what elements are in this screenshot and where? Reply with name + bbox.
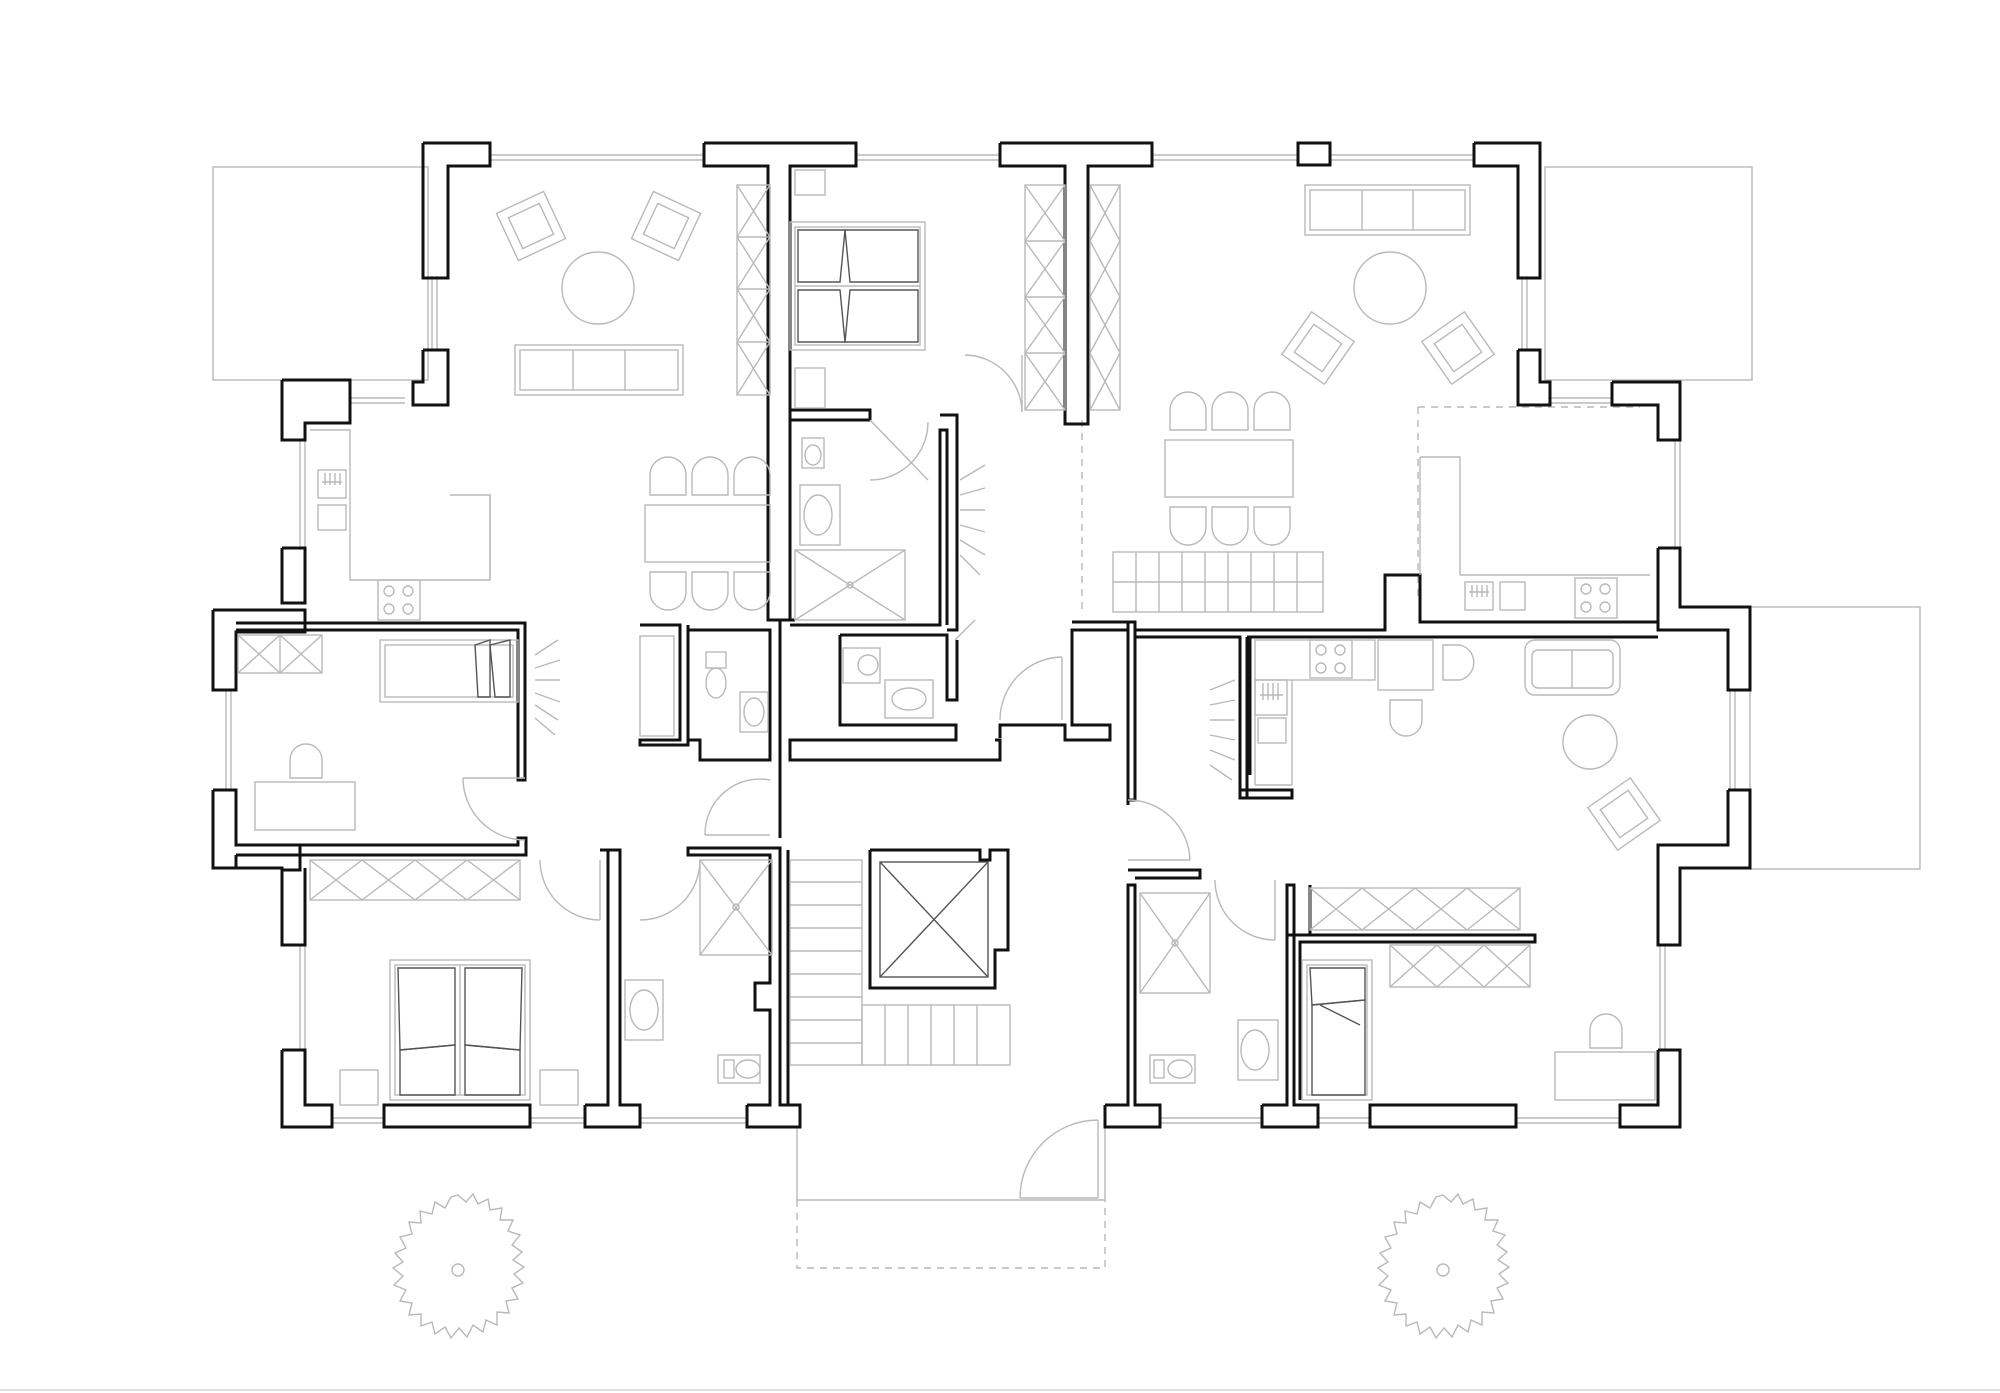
dining-table-icon xyxy=(1164,391,1294,546)
wardrobe-icon xyxy=(237,634,323,674)
sofa-icon xyxy=(514,344,684,396)
coffee-table-icon xyxy=(1353,251,1427,325)
armchair-icon xyxy=(495,190,702,262)
stair-icon xyxy=(789,551,1324,1066)
armchair-icon xyxy=(1586,776,1662,852)
toilet-icon xyxy=(705,651,727,699)
coffee-table-icon xyxy=(561,251,635,325)
dining-table-icon xyxy=(644,456,771,611)
shower-icon xyxy=(794,549,906,621)
stove-icon xyxy=(1574,577,1618,619)
kitchen-counter xyxy=(1254,639,1376,786)
sink-icon xyxy=(1254,679,1288,744)
sink-icon xyxy=(624,979,664,1041)
toilet-icon xyxy=(717,1054,761,1084)
radiator xyxy=(534,639,561,736)
shower-icon xyxy=(1139,892,1211,994)
exterior-walls xyxy=(211,141,1752,1129)
kitchen-counter xyxy=(1419,456,1650,576)
bed-icon xyxy=(339,959,579,1106)
tree-icon xyxy=(1376,1192,1511,1340)
sink-icon xyxy=(739,691,769,733)
sofa-icon xyxy=(1524,639,1621,696)
interior-walls xyxy=(234,408,1658,1105)
radiator xyxy=(1209,679,1236,781)
coffee-table-icon xyxy=(1562,714,1618,770)
sink-icon xyxy=(1464,581,1526,611)
sink-icon xyxy=(1237,1019,1279,1081)
door-swing-icon xyxy=(462,354,1276,1199)
toilet-icon xyxy=(1149,1054,1196,1084)
wardrobe-icon xyxy=(1024,184,1121,411)
armchair-icon xyxy=(1280,310,1496,386)
shower-icon xyxy=(699,859,773,956)
tree-icon xyxy=(391,1192,526,1340)
wardrobe-icon xyxy=(736,184,771,396)
wardrobe-icon xyxy=(1309,887,1531,988)
stove-icon xyxy=(1309,639,1353,679)
desk-icon xyxy=(254,743,356,831)
elevator-icon xyxy=(868,848,1010,990)
bed-icon xyxy=(789,169,926,409)
sofa-icon xyxy=(1304,184,1471,236)
bed-icon xyxy=(1301,959,1373,1101)
window-glazing xyxy=(225,154,1736,1124)
wardrobe-icon xyxy=(639,635,675,737)
sink-icon xyxy=(799,484,841,546)
wardrobe-icon xyxy=(309,859,521,901)
dining-table-icon xyxy=(1377,639,1475,737)
stove-icon xyxy=(377,579,421,621)
bed-icon xyxy=(379,639,519,703)
kitchen-counter xyxy=(310,429,491,581)
toilet-icon xyxy=(801,437,825,469)
radiator xyxy=(959,464,986,576)
toilet-icon xyxy=(842,647,881,684)
sink-icon xyxy=(884,679,934,719)
desk-icon xyxy=(1554,1013,1656,1101)
